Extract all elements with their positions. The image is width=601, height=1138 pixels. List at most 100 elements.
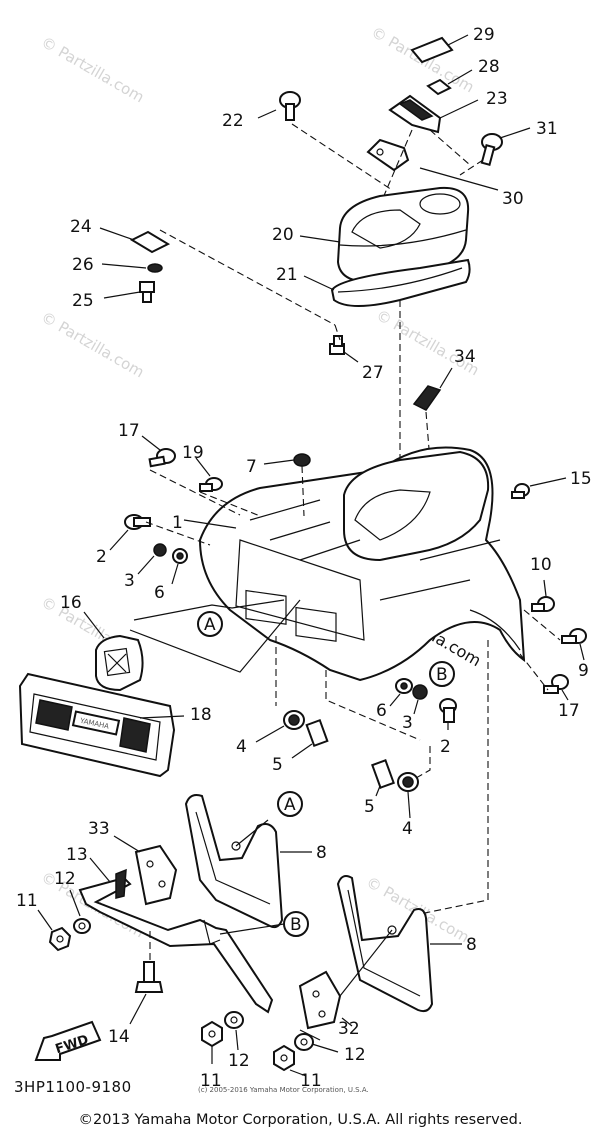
- ref-a-label: A: [204, 615, 216, 635]
- ref-marker-b-bottom: B: [283, 911, 309, 937]
- part-32-bracket: [298, 970, 353, 1030]
- callout-1: 1: [172, 513, 183, 533]
- part-27: [329, 335, 359, 363]
- part-2-bolt-right: [439, 698, 457, 730]
- callout-11: 11: [300, 1071, 322, 1091]
- callout-8: 8: [466, 935, 477, 955]
- part-22-bolt: [257, 91, 301, 121]
- part-5-collar-upper: [291, 718, 329, 759]
- part-23-bracket: [388, 94, 479, 134]
- callout-12: 12: [54, 869, 76, 889]
- callout-24: 24: [70, 217, 92, 237]
- part-11-nut-mid: [201, 1020, 223, 1064]
- part-15-bolt: [511, 477, 567, 499]
- part-25: [103, 281, 155, 303]
- callout-22: 22: [222, 111, 244, 131]
- part-17-bolt-top: [141, 435, 176, 468]
- callout-11: 11: [200, 1071, 222, 1091]
- ref-marker-a-bottom: A: [277, 791, 303, 817]
- callout-27: 27: [362, 363, 384, 383]
- callout-12: 12: [344, 1045, 366, 1065]
- callout-5: 5: [272, 755, 283, 775]
- part-11-nut-left: [37, 909, 72, 952]
- callout-6: 6: [376, 701, 387, 721]
- part-6-grommet-right: [389, 678, 413, 707]
- part-33-bracket: [113, 835, 178, 906]
- callout-2: 2: [96, 547, 107, 567]
- part-5-collar-lower: [371, 759, 395, 797]
- watermark: © Partzilla.com: [38, 308, 147, 381]
- part-7-grommet: [263, 453, 311, 467]
- callout-19: 19: [182, 443, 204, 463]
- callout-numbers: 29 28 23 22 31 30 24 20 26 21 25 34 27 1…: [16, 25, 592, 1091]
- part-24: [99, 227, 171, 254]
- callout-8: 8: [316, 843, 327, 863]
- callout-23: 23: [486, 89, 508, 109]
- callout-21: 21: [276, 265, 298, 285]
- callout-26: 26: [72, 255, 94, 275]
- part-12-washer-left: [69, 889, 91, 934]
- ref-b-label: B: [436, 665, 448, 685]
- callout-33: 33: [88, 819, 110, 839]
- callout-16: 16: [60, 593, 82, 613]
- part-9-bolt: [561, 628, 587, 661]
- part-18-grille: YAMAHA: [18, 672, 185, 778]
- ref-a-label: A: [284, 795, 296, 815]
- footer-copyright: ©2013 Yamaha Motor Corporation, U.S.A. A…: [78, 1112, 523, 1128]
- callout-17: 17: [118, 421, 140, 441]
- callout-15: 15: [570, 469, 592, 489]
- callout-32: 32: [338, 1019, 360, 1039]
- callout-9: 9: [578, 661, 589, 681]
- part-29-plate: [410, 34, 469, 64]
- ref-marker-a-top: A: [197, 611, 223, 637]
- part-17-bolt-right: [543, 674, 569, 701]
- callout-14: 14: [108, 1027, 130, 1047]
- callout-4: 4: [402, 819, 413, 839]
- part-3-washer-right: [412, 684, 428, 715]
- part-31-bolt: [480, 127, 531, 166]
- part-4-grommet-upper: [255, 710, 305, 743]
- part-1-front-fender: [183, 446, 526, 682]
- callout-25: 25: [72, 291, 94, 311]
- part-4-grommet-lower: [397, 772, 419, 819]
- callout-3: 3: [402, 713, 413, 733]
- callout-3: 3: [124, 571, 135, 591]
- part-3-washer-left: [137, 543, 167, 575]
- callout-10: 10: [530, 555, 552, 575]
- part-34-reflector: [412, 367, 453, 411]
- callout-18: 18: [190, 705, 212, 725]
- callout-6: 6: [154, 583, 165, 603]
- diagram-code: 3HP1100-9180: [14, 1078, 132, 1096]
- watermark: © Partzilla.com: [38, 33, 147, 106]
- part-12-washer-mid: [224, 1011, 244, 1051]
- part-11-nut-right: [273, 1044, 307, 1077]
- callout-11: 11: [16, 891, 38, 911]
- callout-28: 28: [478, 57, 500, 77]
- callout-30: 30: [502, 189, 524, 209]
- callout-31: 31: [536, 119, 558, 139]
- callout-4: 4: [236, 737, 247, 757]
- callout-13: 13: [66, 845, 88, 865]
- callout-17: 17: [558, 701, 580, 721]
- callout-2: 2: [440, 737, 451, 757]
- callout-5: 5: [364, 797, 375, 817]
- part-19-bolt: [195, 457, 223, 492]
- part-16-lamp: [83, 611, 144, 692]
- part-12-washer-right: [294, 1033, 339, 1053]
- callout-20: 20: [272, 225, 294, 245]
- part-30-plate: [366, 138, 499, 191]
- fwd-arrow-icon: FWD: [34, 1020, 102, 1061]
- diagram-small-copyright: (c) 2005-2016 Yamaha Motor Corporation, …: [198, 1086, 369, 1094]
- part-28: [426, 69, 473, 96]
- part-14-bolt: [129, 961, 164, 1025]
- callout-34: 34: [454, 347, 476, 367]
- part-26: [101, 263, 163, 273]
- part-6-grommet-left: [171, 548, 188, 585]
- callout-7: 7: [246, 457, 257, 477]
- part-8-mudflap-right: [336, 875, 462, 1013]
- part-2-bolt-left: [109, 514, 151, 551]
- part-10-bolt: [531, 579, 555, 612]
- part-13-stay: [78, 857, 274, 1014]
- callout-29: 29: [473, 25, 495, 45]
